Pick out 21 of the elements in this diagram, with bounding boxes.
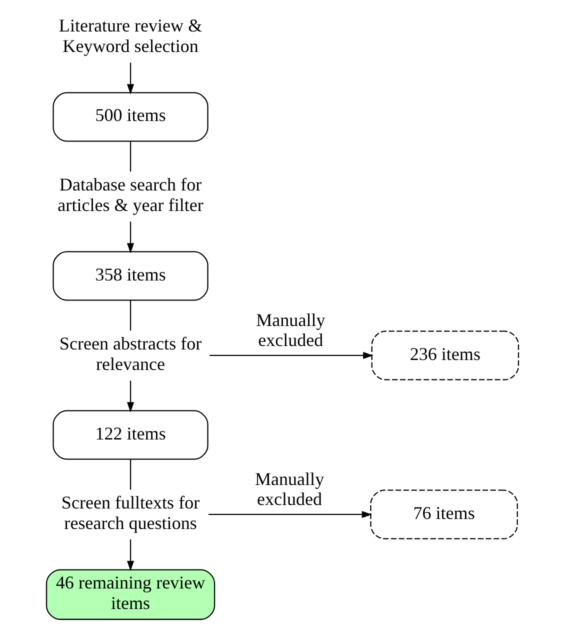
connector [130,459,132,490]
node-box: 76 items [370,490,518,540]
arrow [126,222,134,254]
edge-label: Manually excluded [254,468,324,510]
node-text: Literature review & Keyword selection [58,16,202,56]
arrow [126,539,134,571]
arrow [210,352,374,360]
node-box: 236 items [371,330,520,380]
arrow [126,62,134,94]
node-box: 46 remaining review items [46,569,216,620]
edge-label: Manually excluded [256,310,326,350]
node-text: Database search for articles & year filter [58,174,204,215]
arrow [126,380,134,412]
connector [130,300,132,331]
connector [130,141,132,172]
node-box: 122 items [52,410,208,460]
node-text: Screen fulltexts for research questions [61,492,200,533]
node-box: 500 items [52,92,208,142]
arrow [208,510,372,518]
node-box: 358 items [52,251,208,301]
node-text: Screen abstracts for relevance [59,334,202,374]
